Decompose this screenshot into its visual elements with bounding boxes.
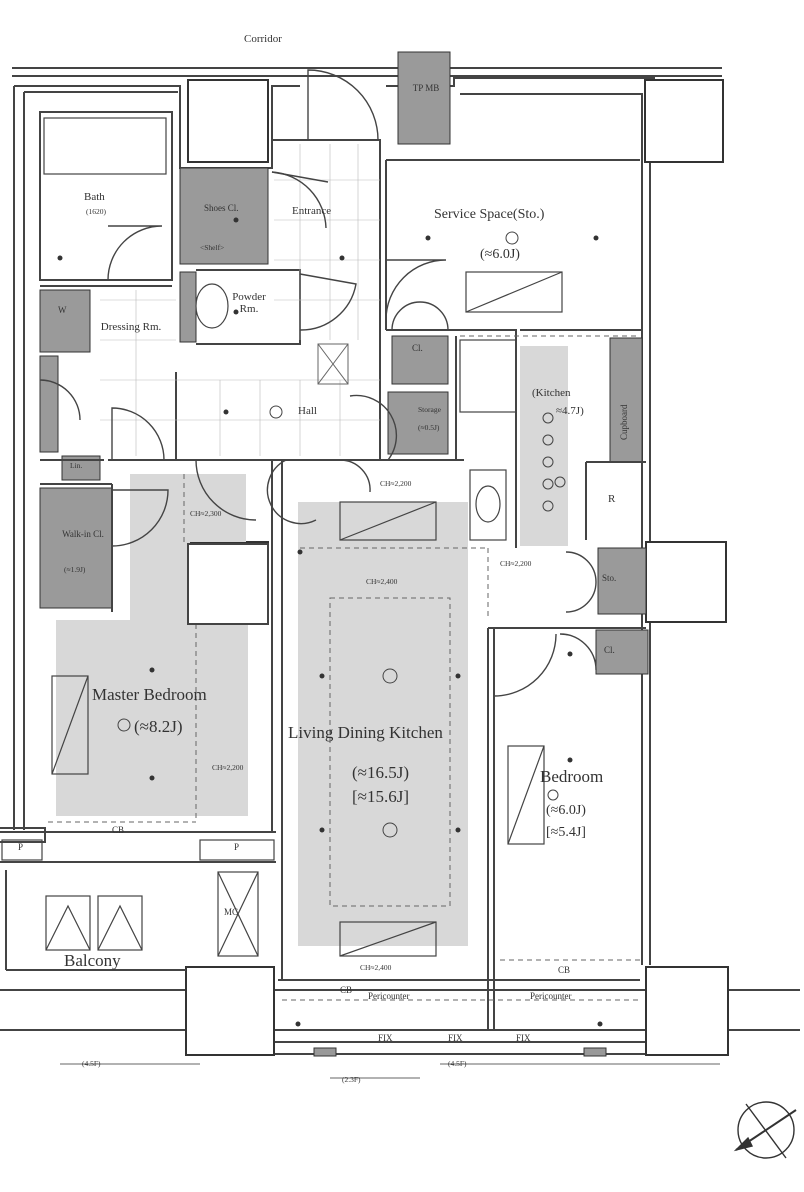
p-label-left: P bbox=[18, 842, 24, 852]
master-bedroom-area: (≈8.2J) bbox=[134, 717, 183, 736]
entrance-label: Entrance bbox=[292, 205, 332, 217]
bath-label: Bath bbox=[84, 191, 105, 203]
refrigerator-label: R bbox=[608, 493, 616, 505]
dimension-23: (2.3F) bbox=[342, 1075, 361, 1084]
fix-window-label-1: FIX bbox=[378, 1033, 393, 1043]
storage-sto-label: Sto. bbox=[602, 573, 617, 583]
bedroom-label: Bedroom bbox=[540, 767, 604, 786]
bedroom-closet-label: Cl. bbox=[604, 645, 615, 655]
cb-label-bedroom: CB bbox=[558, 965, 571, 975]
storage-label: Storage bbox=[418, 405, 441, 414]
corridor-label: Corridor bbox=[244, 33, 282, 45]
bath-size-label: (1620) bbox=[86, 207, 106, 216]
service-space-label: Service Space(Sto.) bbox=[434, 207, 545, 222]
ldk-area: (≈16.5J) bbox=[352, 763, 410, 782]
door-swings bbox=[39, 69, 597, 697]
washer-label: W bbox=[58, 305, 67, 315]
ceiling-height-2400-b: CH≈2,400 bbox=[360, 963, 392, 972]
dimension-45-left: (4.5F) bbox=[82, 1059, 101, 1068]
cb-label-balcony: CB bbox=[112, 825, 125, 835]
north-arrow-icon bbox=[733, 1101, 797, 1159]
hall-label: Hall bbox=[298, 405, 317, 417]
ceiling-height-2200-b: CH≈2,200 bbox=[500, 559, 532, 568]
mc-label: MC bbox=[224, 907, 239, 917]
master-bedroom-label: Master Bedroom bbox=[92, 685, 207, 704]
dimension-45-right: (4.5F) bbox=[448, 1059, 467, 1068]
hall-stairs bbox=[317, 343, 349, 385]
light-fixtures bbox=[117, 231, 566, 838]
cupboard-label: Cupboard bbox=[619, 404, 629, 441]
floor-shading bbox=[56, 346, 568, 946]
walk-in-closet-label: Walk-in Cl. bbox=[62, 529, 104, 539]
balcony-label: Balcony bbox=[64, 951, 121, 970]
storage-area: (≈0.5J) bbox=[418, 423, 440, 432]
shoes-closet-label: Shoes Cl. bbox=[204, 203, 239, 213]
bedroom-area: (≈6.0J) bbox=[546, 803, 586, 818]
service-space-area: (≈6.0J) bbox=[480, 247, 520, 262]
closet-label: Cl. bbox=[412, 343, 423, 353]
kitchen-fixtures bbox=[1, 117, 563, 957]
dressing-room-label: Dressing Rm. bbox=[100, 321, 162, 333]
hall-stairs-diagonal-b bbox=[317, 343, 349, 385]
perimeter-counter-bedroom: Pericounter bbox=[530, 991, 572, 1001]
bedroom-area-alt: [≈5.4J] bbox=[546, 825, 586, 840]
ceiling-height-2200-a: CH≈2,200 bbox=[380, 479, 412, 488]
fix-window-label-2: FIX bbox=[448, 1033, 463, 1043]
dashed-lines bbox=[48, 335, 640, 1001]
ceiling-height-2300: CH≈2,300 bbox=[190, 509, 222, 518]
walk-in-closet-area: (≈1.9J) bbox=[64, 565, 86, 574]
powder-room-label: Powder Rm. bbox=[232, 291, 266, 315]
outlet-dots bbox=[57, 217, 603, 1027]
floor-tiles bbox=[100, 144, 380, 456]
kitchen-label: (Kitchen bbox=[532, 387, 571, 399]
dimension-lines bbox=[60, 1063, 720, 1079]
fix-window-label-3: FIX bbox=[516, 1033, 531, 1043]
shoes-shelf-label: <Shelf> bbox=[200, 243, 225, 252]
ldk-area-alt: [≈15.6J] bbox=[352, 787, 410, 806]
p-label-right: P bbox=[234, 842, 240, 852]
ceiling-height-2200-c: CH≈2,200 bbox=[212, 763, 244, 772]
tp-mb-label: TP MB bbox=[412, 83, 440, 93]
linen-label: Lin. bbox=[70, 461, 83, 470]
ceiling-height-2400-a: CH≈2,400 bbox=[366, 577, 398, 586]
ldk-label: Living Dining Kitchen bbox=[288, 723, 443, 742]
kitchen-area: ≈4.7J) bbox=[556, 405, 584, 417]
fix-windows bbox=[313, 1047, 607, 1057]
dark-fixtures bbox=[39, 51, 649, 675]
perimeter-counter-ldk: Pericounter bbox=[368, 991, 410, 1001]
cb-label-ldk: CB bbox=[340, 985, 353, 995]
